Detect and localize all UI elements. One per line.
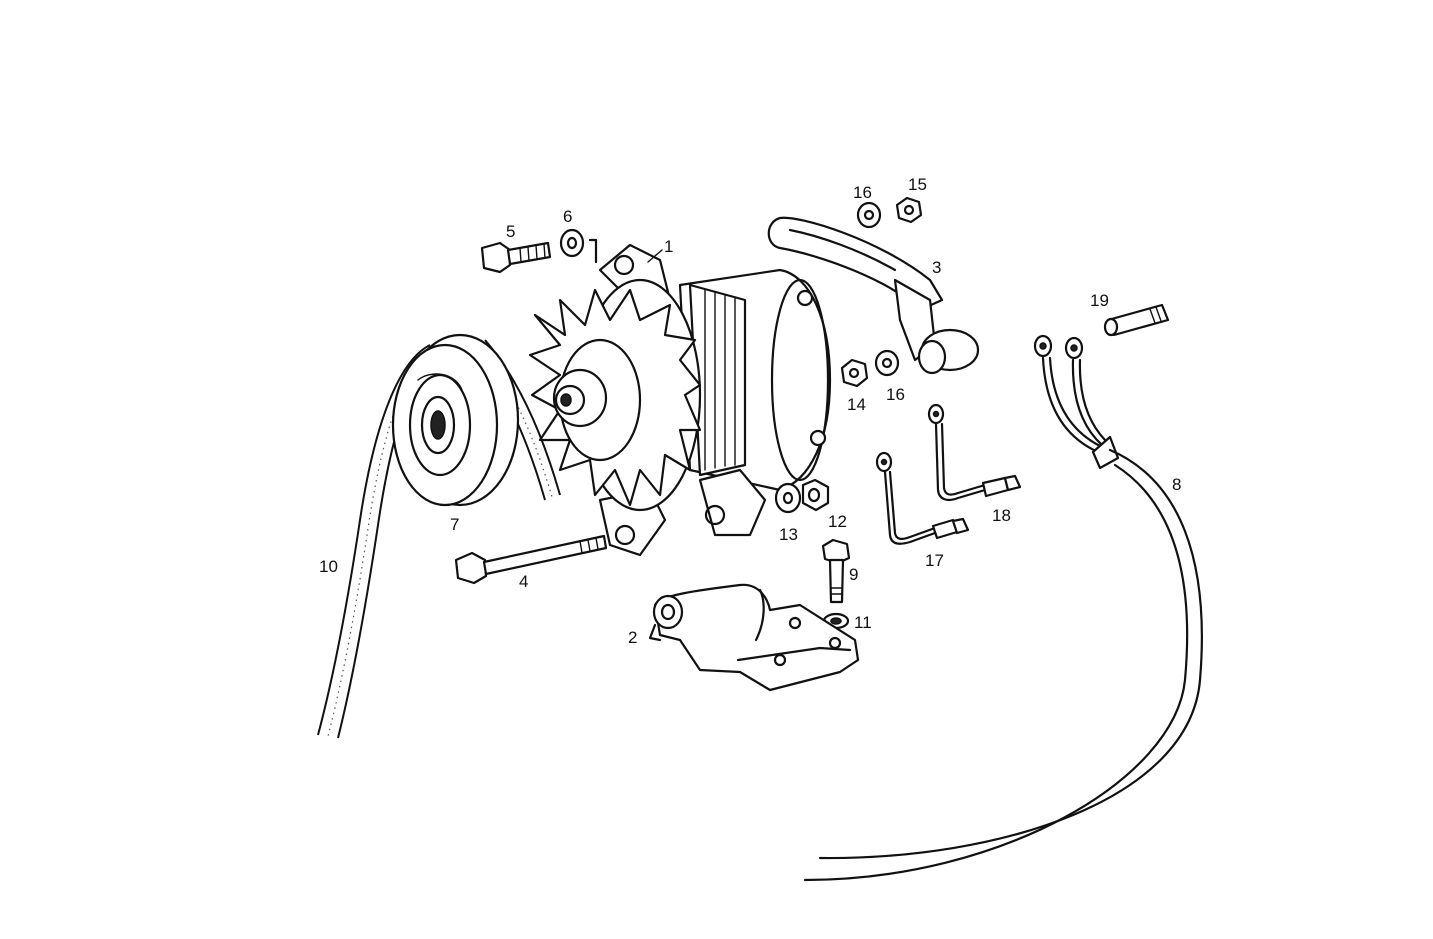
bolt-5 <box>480 241 552 274</box>
alternator <box>528 238 832 557</box>
label-part-16-top: 16 <box>853 183 872 202</box>
label-part-17: 17 <box>925 551 944 570</box>
label-part-11: 11 <box>854 613 872 632</box>
label-part-8: 8 <box>1172 475 1181 494</box>
label-part-3: 3 <box>932 258 941 277</box>
washer-16-mid <box>874 349 900 377</box>
label-part-5: 5 <box>506 222 515 241</box>
long-bolt-4 <box>454 534 608 585</box>
cable-18 <box>927 403 1022 501</box>
label-part-7: 7 <box>450 515 459 534</box>
label-part-1: 1 <box>664 237 673 256</box>
cable-harness-8 <box>803 334 1203 882</box>
label-part-6: 6 <box>563 207 572 226</box>
label-part-18: 18 <box>992 506 1011 525</box>
label-part-15: 15 <box>908 175 927 194</box>
pulley <box>391 333 520 507</box>
label-part-9: 9 <box>849 565 858 584</box>
label-part-16-mid: 16 <box>886 385 905 404</box>
label-part-10: 10 <box>319 557 338 576</box>
bolt-9 <box>821 538 851 604</box>
label-part-13: 13 <box>779 525 798 544</box>
label-part-4: 4 <box>519 572 528 591</box>
nut-12 <box>801 478 830 512</box>
washer-13 <box>774 482 802 514</box>
cable-17 <box>875 451 970 545</box>
nut-14 <box>840 358 869 388</box>
washer-6 <box>559 228 585 258</box>
washer-16-top <box>856 201 882 229</box>
label-part-14: 14 <box>847 395 866 414</box>
leader-1 <box>647 249 663 263</box>
nut-15 <box>895 196 923 224</box>
label-part-19: 19 <box>1090 291 1109 310</box>
sleeve-19 <box>1103 303 1170 337</box>
tensioner-arm <box>767 216 980 375</box>
label-part-12: 12 <box>828 512 847 531</box>
label-part-2: 2 <box>628 628 637 647</box>
mounting-bracket <box>648 583 860 692</box>
